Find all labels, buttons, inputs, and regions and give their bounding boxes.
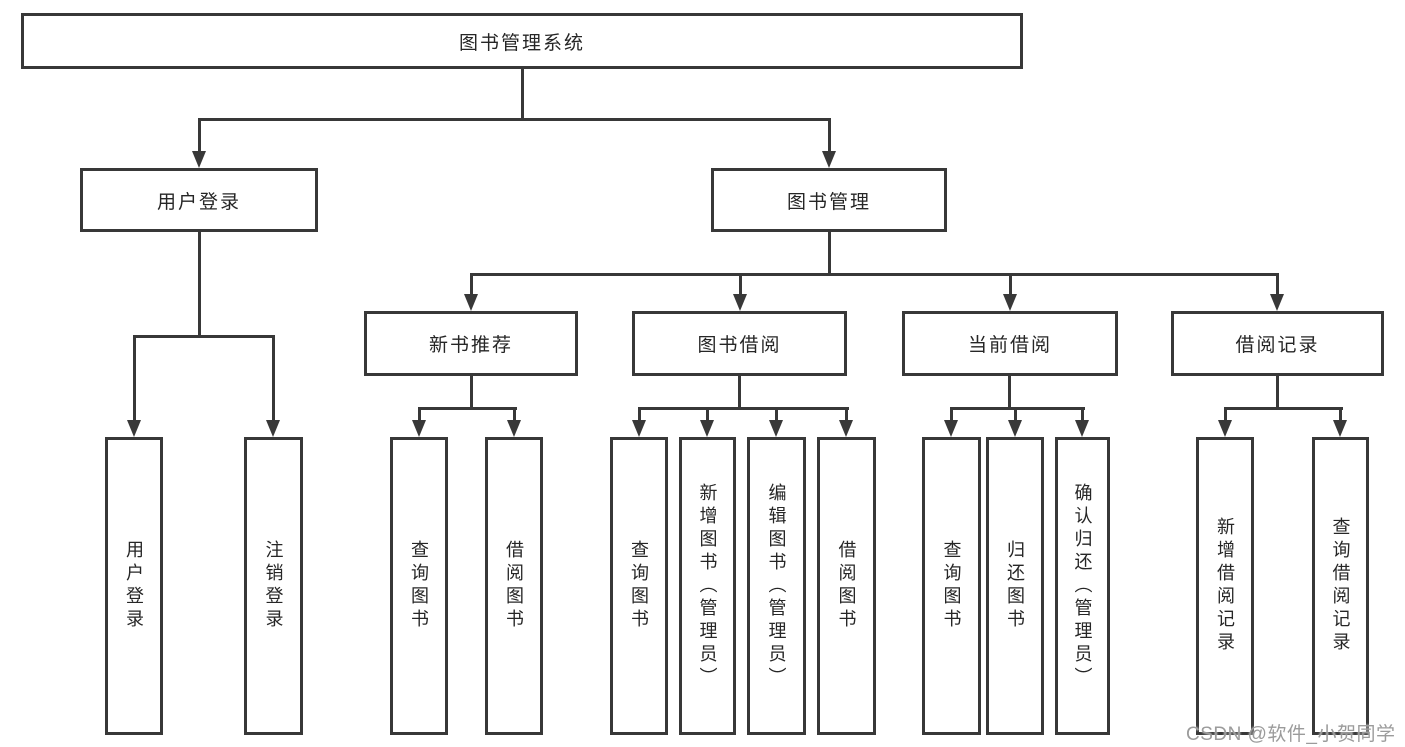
arrowhead-current-borrow [1003,294,1017,311]
arrowhead-leaf-query-record [1333,420,1347,437]
arrowhead-leaf-confirm-return [1075,420,1089,437]
node-library-system: 图书管理系统 [21,13,1023,69]
leaf-query-books-current-label: 查询图书 [941,540,962,632]
leaf-user-login-label: 用户登录 [124,540,144,632]
node-book-borrow-label: 图书借阅 [697,335,782,356]
edge-new-book-stem [470,374,473,409]
edge-to-leaf-borrow-books-2 [845,407,848,424]
node-library-system-label: 图书管理系统 [458,32,585,54]
node-borrow-records: 借阅记录 [1171,311,1384,376]
edge-to-book-borrow [739,273,742,299]
edge-to-user-login [198,118,201,154]
edge-borrow-records-stem [1276,374,1279,409]
edge-root-stem [521,66,524,119]
edge-new-book-rail [418,407,517,410]
edge-to-borrow-records [1276,273,1279,299]
edge-to-leaf-add-book [706,407,709,424]
arrowhead-leaf-return-book [1008,420,1022,437]
leaf-add-borrow-record-label: 新增借阅记录 [1215,517,1235,655]
edge-borrow-records-rail [1224,407,1343,410]
edge-to-current-borrow [1009,273,1012,299]
leaf-return-book: 归还图书 [986,437,1044,735]
arrowhead-leaf-query-books-3 [944,420,958,437]
leaf-query-books-recommend: 查询图书 [390,437,448,735]
leaf-query-books-current: 查询图书 [922,437,981,735]
node-book-management-label: 图书管理 [786,191,871,213]
arrowhead-borrow-records [1270,294,1284,311]
arrowhead-book-borrow [733,294,747,311]
leaf-query-borrow-record: 查询借阅记录 [1312,437,1369,735]
node-new-book-recommend: 新书推荐 [364,311,578,376]
arrowhead-user-login [192,151,206,168]
edge-to-leaf-return-book [1014,407,1017,424]
node-book-management: 图书管理 [711,168,947,232]
edge-to-book-management [828,118,831,154]
edge-book-management-stem [828,230,831,276]
edge-to-leaf-query-books-2 [638,407,641,424]
leaf-add-borrow-record: 新增借阅记录 [1196,437,1254,735]
edge-current-borrow-rail [950,407,1085,410]
node-new-book-recommend-label: 新书推荐 [428,335,513,356]
arrowhead-leaf-query-books-2 [632,420,646,437]
leaf-add-book-admin: 新增图书（管理员） [679,437,736,735]
arrowhead-leaf-query-books-1 [412,420,426,437]
edge-book-borrow-stem [738,374,741,409]
node-user-login-label: 用户登录 [156,191,241,213]
edge-root-rail [199,118,831,121]
edge-to-leaf-add-record [1224,407,1227,424]
arrowhead-leaf-borrow-books-2 [839,420,853,437]
edge-to-leaf-query-record [1339,407,1342,424]
edge-book-management-rail [470,273,1279,276]
leaf-query-books-borrow: 查询图书 [610,437,668,735]
edge-to-leaf-user-login [133,335,136,423]
arrowhead-leaf-add-book [700,420,714,437]
leaf-borrow-books-recommend-label: 借阅图书 [504,540,524,632]
edge-user-login-rail [133,335,275,338]
leaf-add-book-admin-label: 新增图书（管理员） [697,482,718,690]
leaf-edit-book-admin: 编辑图书（管理员） [747,437,806,735]
leaf-query-borrow-record-label: 查询借阅记录 [1330,517,1351,655]
leaf-borrow-books-recommend: 借阅图书 [485,437,543,735]
leaf-edit-book-admin-label: 编辑图书（管理员） [766,482,787,690]
edge-user-login-stem [198,230,201,337]
leaf-confirm-return-admin-label: 确认归还（管理员） [1072,482,1093,690]
leaf-borrow-books-2: 借阅图书 [817,437,876,735]
edge-to-new-book [470,273,473,299]
arrowhead-leaf-add-record [1218,420,1232,437]
leaf-user-login: 用户登录 [105,437,163,735]
edge-to-leaf-query-books-3 [950,407,953,424]
edge-to-leaf-edit-book [775,407,778,424]
arrowhead-leaf-logout [266,420,280,437]
watermark: CSDN @软件_小贺同学 [1186,724,1396,745]
edge-book-borrow-rail [638,407,849,410]
leaf-logout-label: 注销登录 [263,540,284,632]
leaf-query-books-borrow-label: 查询图书 [629,540,649,632]
leaf-query-books-recommend-label: 查询图书 [409,540,429,632]
arrowhead-leaf-user-login [127,420,141,437]
arrowhead-new-book [464,294,478,311]
node-borrow-records-label: 借阅记录 [1235,335,1320,356]
edge-to-leaf-confirm-return [1081,407,1084,424]
leaf-return-book-label: 归还图书 [1005,540,1025,632]
arrowhead-leaf-borrow-books-1 [507,420,521,437]
leaf-borrow-books-2-label: 借阅图书 [836,540,857,632]
node-current-borrow-label: 当前借阅 [967,335,1052,356]
edge-to-leaf-logout [272,335,275,423]
edge-current-borrow-stem [1008,374,1011,409]
node-book-borrow: 图书借阅 [632,311,847,376]
node-current-borrow: 当前借阅 [902,311,1118,376]
leaf-confirm-return-admin: 确认归还（管理员） [1055,437,1110,735]
edge-to-leaf-borrow-books-1 [513,407,516,424]
edge-to-leaf-query-books-1 [418,407,421,424]
arrowhead-book-management [822,151,836,168]
node-user-login: 用户登录 [80,168,318,232]
arrowhead-leaf-edit-book [769,420,783,437]
leaf-logout: 注销登录 [244,437,303,735]
